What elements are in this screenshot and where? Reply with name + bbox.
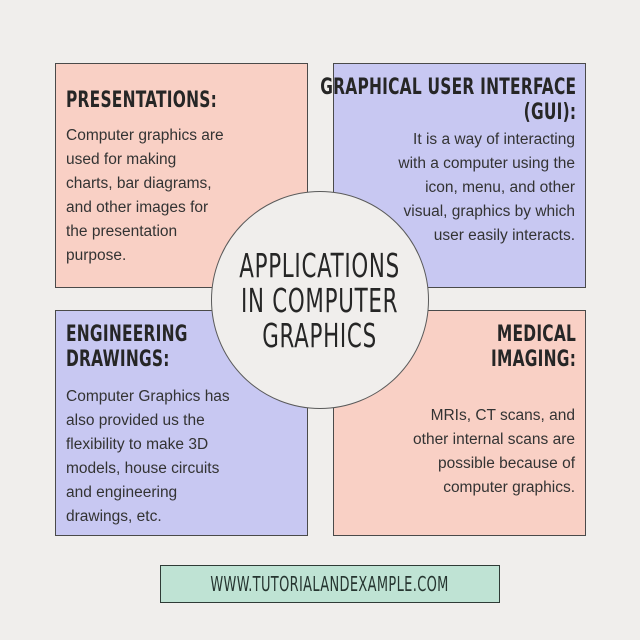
title-line: IMAGING: [490,347,576,372]
body-line: also provided us the [66,412,205,429]
title-line: IN COMPUTER [241,280,399,320]
body-line: charts, bar diagrams, [66,175,212,192]
title-line: MEDICAL [496,322,576,347]
body-line: icon, menu, and other [425,179,575,196]
title-line: ENGINEERING [66,322,188,347]
body-line: the presentation [66,223,178,240]
body-line: flexibility to make 3D [66,436,209,453]
center-circle: APPLICATIONS IN COMPUTER GRAPHICS [211,191,429,409]
body-line: Computer Graphics has [66,388,230,405]
body-line: Computer graphics are [66,127,224,144]
body-line: and engineering [66,484,178,501]
body-line: user easily interacts. [433,227,575,244]
card-body: Computer graphics are used for making ch… [66,124,301,268]
body-line: computer graphics. [443,479,575,496]
body-line: used for making [66,151,177,168]
card-presentations: PRESENTATIONS: Computer graphics are use… [55,63,308,288]
title-line: APPLICATIONS [239,245,401,285]
body-line: possible because of [437,455,575,472]
title-line: (GUI): [523,100,576,125]
body-line: other internal scans are [413,431,575,448]
card-title: MEDICAL IMAGING: [491,322,576,372]
body-line: purpose. [66,247,127,264]
body-line: MRIs, CT scans, and [430,407,575,424]
card-title: ENGINEERING DRAWINGS: [66,322,188,372]
title-line: GRAPHICAL USER INTERFACE [319,75,576,100]
card-body: MRIs, CT scans, and other internal scans… [335,404,575,500]
title-line: GRAPHICS [262,315,378,355]
card-title: GRAPHICAL USER INTERFACE (GUI): [320,75,576,125]
footer-url-banner: WWW.TUTORIALANDEXAMPLE.COM [160,565,500,603]
footer-url: WWW.TUTORIALANDEXAMPLE.COM [210,572,450,596]
center-title: APPLICATIONS IN COMPUTER GRAPHICS [240,248,401,353]
card-body: It is a way of interacting with a comput… [345,128,575,248]
body-line: It is a way of interacting [413,131,575,148]
title-line: PRESENTATIONS: [66,88,218,113]
card-body: Computer Graphics has also provided us t… [66,385,301,529]
title-line: DRAWINGS: [66,347,170,372]
body-line: and other images for [66,199,209,216]
body-line: visual, graphics by which [403,203,575,220]
body-line: models, house circuits [66,460,220,477]
body-line: with a computer using the [398,155,575,172]
card-title: PRESENTATIONS: [66,88,217,113]
body-line: drawings, etc. [66,508,162,525]
